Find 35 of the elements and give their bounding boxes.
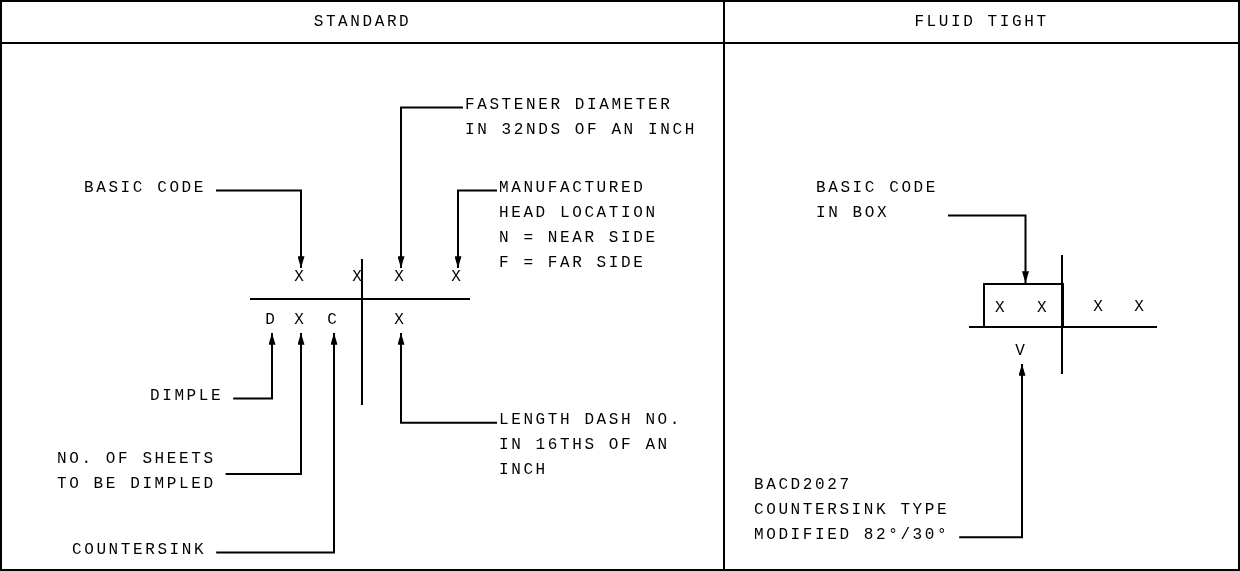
callout-text: DIMPLE [150,384,228,409]
callout-text: FASTENER DIAMETER IN 32NDS OF AN INCH [465,93,701,143]
code-letter: X [1133,298,1147,316]
code-letter: X [1092,298,1106,316]
callout-text: NO. OF SHEETS TO BE DIMPLED [57,447,220,497]
leader-line [454,189,498,269]
code-box [983,283,1064,327]
leader-line [397,332,498,424]
callout-text: LENGTH DASH NO. IN 16THS OF AN INCH [499,408,686,483]
callout-text: COUNTERSINK [72,538,211,563]
code-letter: X [391,268,407,286]
leader-line [232,332,276,400]
column-heading: STANDARD [2,2,723,44]
code-letter: X [448,268,464,286]
callout-text: MANUFACTURED HEAD LOCATION N = NEAR SIDE F = FAR SIDE [499,176,662,276]
code-letter: X [995,299,1008,317]
leader-line [397,106,464,269]
code-letter: X [391,311,407,329]
code-letter: X [1037,299,1050,317]
leader-line [215,189,305,269]
callout-text: BACD2027 COUNTERSINK TYPE MODIFIED 82°/30° [754,473,954,548]
code-letter: X [291,268,307,286]
code-letter: X [351,268,365,286]
leader-line [215,332,338,554]
callout-text: BASIC CODE [84,176,210,201]
code-letter: D [262,311,278,329]
leader-line [947,214,1029,284]
code-letter: C [324,311,340,329]
callout-text: BASIC CODE IN BOX [816,176,942,226]
table-column [723,2,1238,569]
leader-line [958,363,1026,539]
code-letter: X [291,311,307,329]
code-letter: V [1012,342,1028,360]
leader-line [224,332,305,475]
column-heading: FLUID TIGHT [725,2,1238,44]
